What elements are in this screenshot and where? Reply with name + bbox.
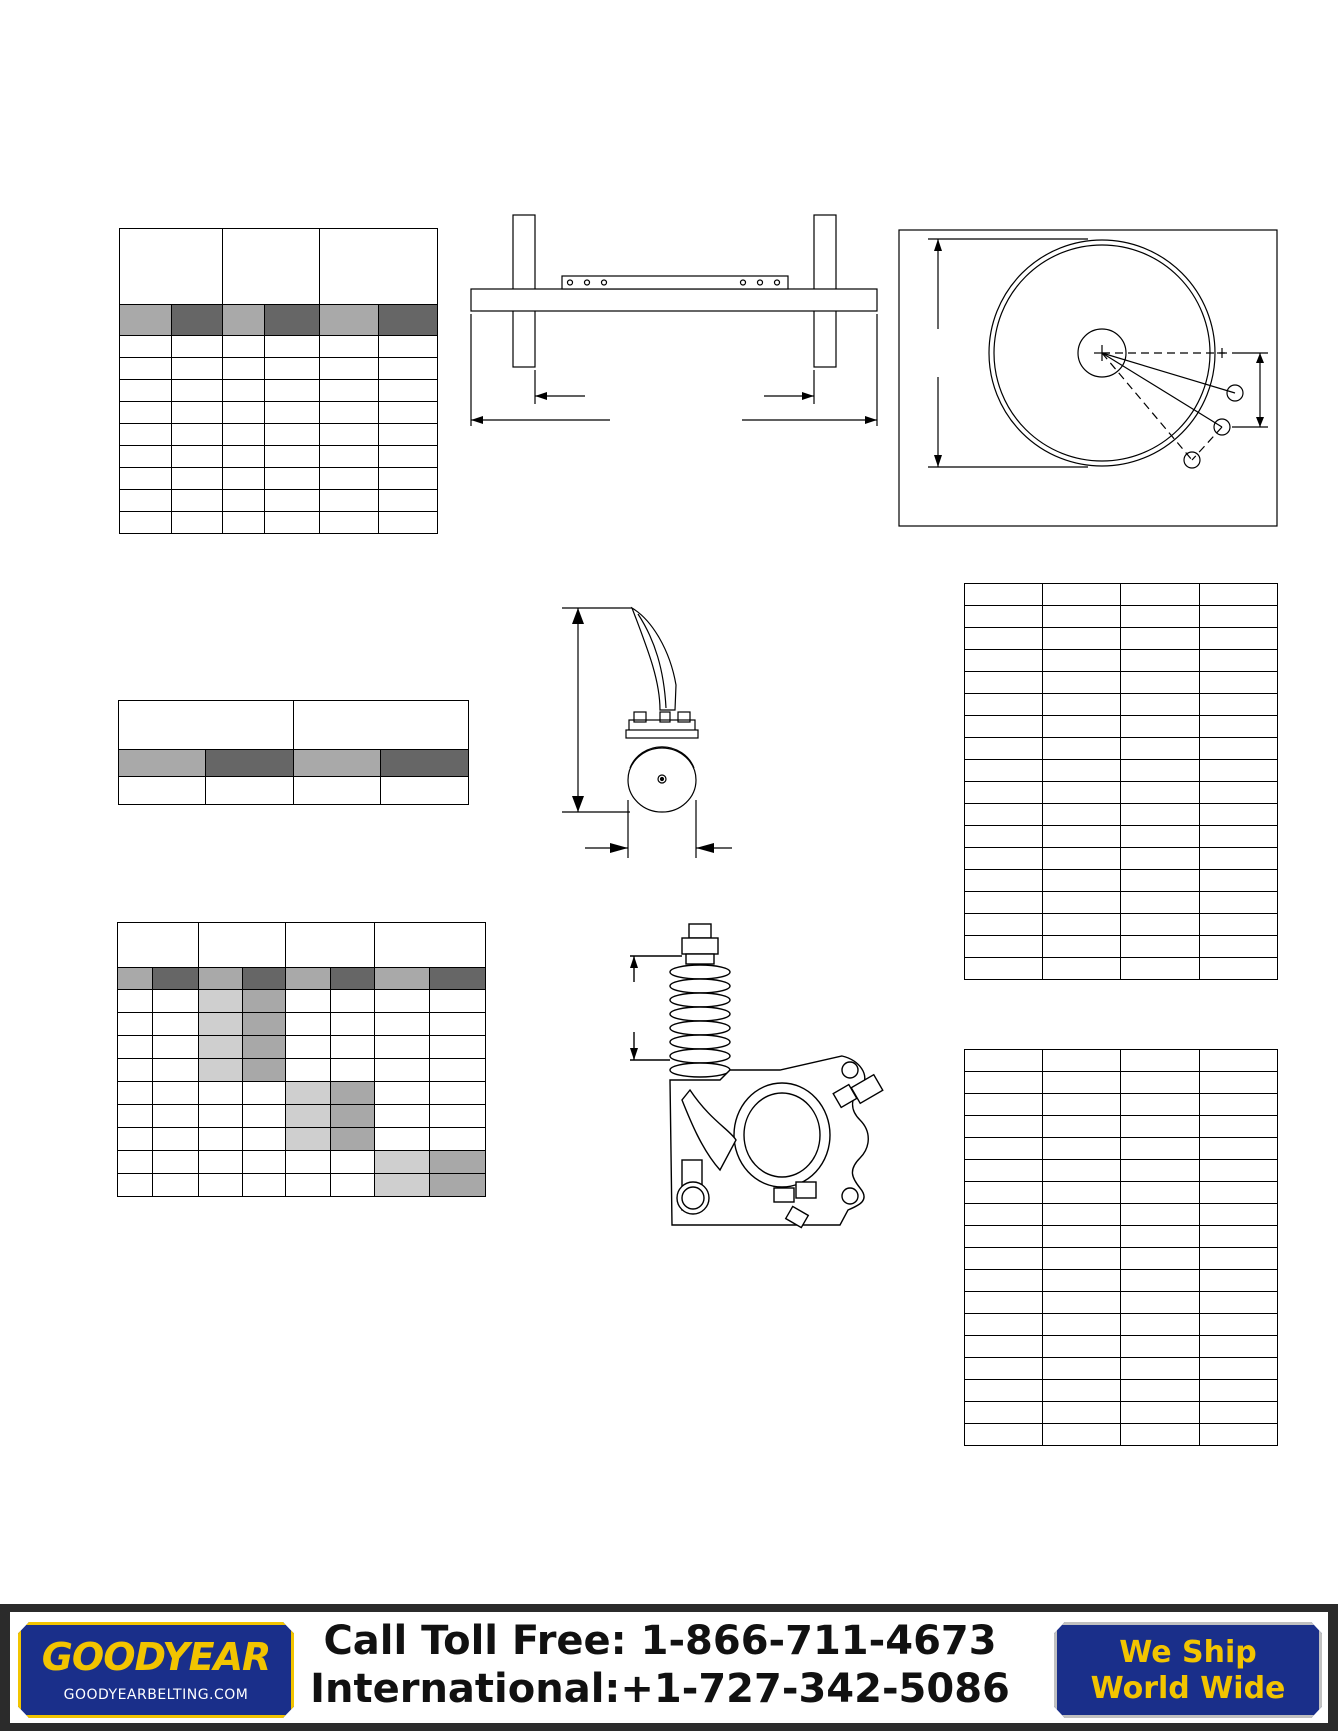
toll-free-phone[interactable]: Call Toll Free: 1-866-711-4673 <box>323 1618 997 1664</box>
goodyear-logo-badge[interactable]: GOODYEAR GOODYEARBELTING.COM <box>18 1622 294 1718</box>
spec-table-1 <box>119 228 438 534</box>
tensioner-drawing <box>630 923 884 1229</box>
cleaner-blade-drawing <box>562 606 732 858</box>
shipping-text: We Ship World Wide <box>1090 1635 1286 1706</box>
world-wide-shipping-badge: We Ship World Wide <box>1054 1622 1322 1718</box>
international-phone[interactable]: International:+1-727-342-5086 <box>310 1666 1010 1712</box>
brand-url: GOODYEARBELTING.COM <box>63 1687 249 1703</box>
spec-table-5 <box>964 1049 1278 1446</box>
footer-panel: GOODYEAR GOODYEARBELTING.COM Call Toll F… <box>10 1612 1328 1723</box>
frame-drawing <box>470 214 878 426</box>
spec-table-3 <box>117 922 486 1197</box>
brand-name: GOODYEAR <box>41 1635 272 1679</box>
pulley-drawing <box>898 229 1278 527</box>
contact-footer-banner: GOODYEAR GOODYEARBELTING.COM Call Toll F… <box>0 1604 1338 1731</box>
spec-table-4 <box>964 583 1278 980</box>
spec-table-2 <box>118 700 469 805</box>
